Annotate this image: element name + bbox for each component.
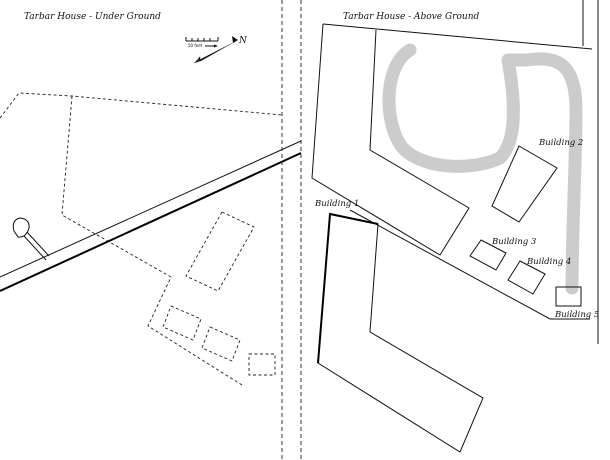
above-ground-panel: Tarbar House - Above Ground Building 1 B… xyxy=(311,0,599,453)
building-4: Building 4 xyxy=(507,257,571,295)
north-arrow-icon: N xyxy=(193,36,248,64)
underground-chamber-small-3 xyxy=(248,353,276,376)
scale-label: 50 feet xyxy=(188,43,203,48)
underground-chamber-large xyxy=(185,211,255,292)
above-ground-title: Tarbar House - Above Ground xyxy=(343,12,479,22)
building-4-label: Building 4 xyxy=(526,257,571,267)
garden-path xyxy=(382,43,583,295)
underground-chamber-small-2 xyxy=(201,326,241,362)
under-ground-panel: Tarbar House - Under Ground 50 feet N xyxy=(0,12,302,386)
under-ground-title: Tarbar House - Under Ground xyxy=(24,12,161,22)
compound-west-wing xyxy=(311,23,470,256)
road xyxy=(0,140,302,292)
underground-chamber-small-1 xyxy=(162,305,202,341)
underground-outlines xyxy=(0,92,283,386)
compound-north-wall xyxy=(322,23,593,50)
scale-bar: 50 feet xyxy=(185,37,219,48)
well-icon xyxy=(12,217,50,261)
building-1: Building 1 xyxy=(314,199,484,453)
building-2: Building 2 xyxy=(491,138,583,223)
building-1-label: Building 1 xyxy=(314,199,359,209)
building-3: Building 3 xyxy=(469,237,536,271)
north-letter: N xyxy=(238,36,248,46)
building-2-label: Building 2 xyxy=(538,138,583,148)
property-edges xyxy=(582,0,599,344)
compound-south-wall xyxy=(349,209,590,320)
building-3-label: Building 3 xyxy=(491,237,536,247)
building-5-label: Building 5 xyxy=(554,310,599,320)
building-5: Building 5 xyxy=(554,286,599,320)
